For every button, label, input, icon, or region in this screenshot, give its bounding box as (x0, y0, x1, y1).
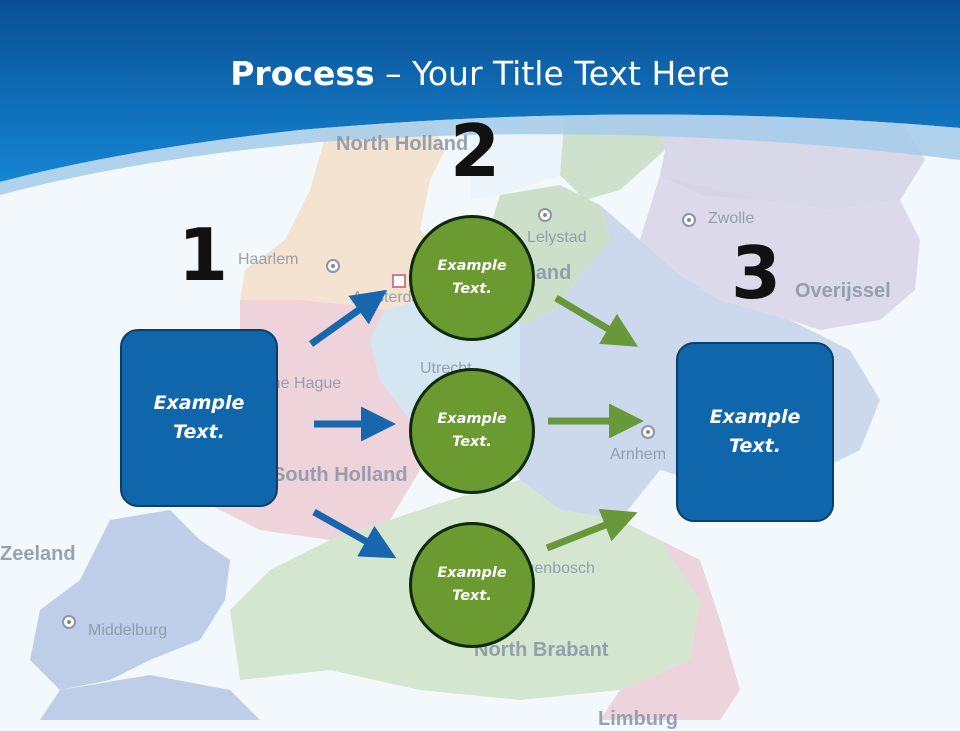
process-box-right: Example Text. (676, 342, 834, 522)
map-label-north-brabant: North Brabant (474, 639, 609, 661)
arrow-circle-bottom-to-box3 (545, 508, 638, 552)
step-number-2: 2 (450, 109, 501, 193)
map-region-zeeland-south (40, 675, 260, 720)
map-label-north-holland: North Holland (336, 133, 469, 155)
process-circle-bottom: Example Text. (409, 522, 535, 648)
map-label-arnhem: Arnhem (610, 446, 667, 463)
step-number-1: 1 (178, 213, 229, 297)
process-circle-middle-text: Example Text. (437, 411, 507, 450)
step-number-3: 3 (731, 231, 782, 315)
map-label-zwolle: Zwolle (708, 210, 755, 227)
map-region-overijssel (640, 175, 920, 330)
map-label-overijssel: Overijssel (795, 280, 891, 302)
process-circle-middle: Example Text. (409, 368, 535, 494)
map-label-the-hague: The Hague (262, 375, 342, 392)
process-box-right-text: Example Text. (709, 406, 801, 457)
map-region-zeeland (30, 510, 230, 690)
arrow-box1-to-circle-bottom (312, 508, 397, 559)
process-circle-bottom-text: Example Text. (437, 565, 507, 604)
map-label-zeeland: Zeeland (0, 543, 76, 565)
title-bold: Process (230, 54, 375, 93)
page-title: Process – Your Title Text Here (0, 52, 960, 96)
process-circle-top-text: Example Text. (437, 258, 507, 297)
process-box-left: Example Text. (120, 329, 278, 507)
map-label-haarlem: Haarlem (238, 251, 299, 268)
capital-marker-amsterdam (392, 274, 406, 288)
map-region-limburg (600, 540, 740, 720)
map-label-south-holland: South Holland (272, 464, 408, 486)
process-box-left-text: Example Text. (153, 392, 245, 443)
map-label-middelburg: Middelburg (88, 622, 168, 639)
title-rest: – Your Title Text Here (374, 54, 730, 93)
header-band (0, 0, 960, 195)
arrow-circle-top-to-box3 (554, 294, 639, 347)
arrow-box1-to-circle-top (308, 289, 388, 347)
process-circle-top: Example Text. (409, 215, 535, 341)
map-label-lelystad: Lelystad (527, 229, 587, 246)
